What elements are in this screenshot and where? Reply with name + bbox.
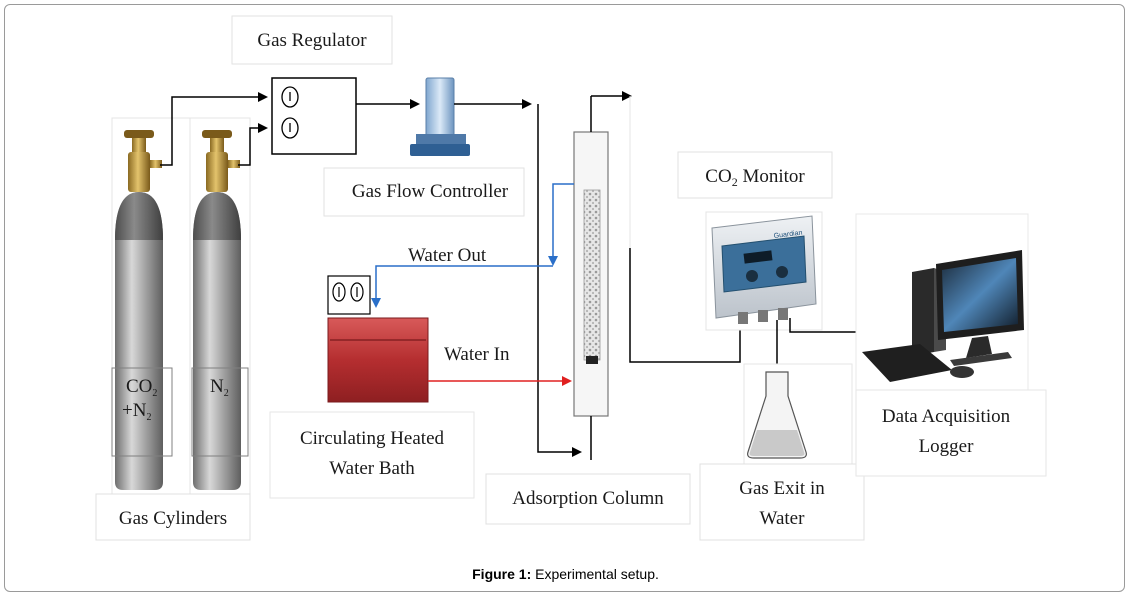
gas-regulator: Gas Regulator bbox=[231, 15, 393, 155]
gas-regulator-label-box bbox=[231, 15, 393, 65]
water-in-line: Water In bbox=[428, 344, 572, 386]
monitor-panel bbox=[721, 235, 807, 293]
gas-exit-flask: Gas Exit in Water bbox=[699, 363, 865, 541]
bath-label-line2: Water Bath bbox=[329, 458, 415, 479]
cylinder2-label-n2: N2 bbox=[210, 376, 229, 399]
co2-monitor-label-box bbox=[677, 151, 833, 199]
cylinder1-valve bbox=[128, 152, 150, 192]
gas-line-to-column bbox=[454, 99, 582, 457]
co2-monitor-label: CO2 Monitor bbox=[705, 166, 805, 189]
adsorption-column-label-box bbox=[485, 473, 691, 525]
mouse bbox=[950, 366, 974, 378]
figure-caption-text: Experimental setup. bbox=[531, 566, 659, 582]
logger-label-line1: Data Acquisition bbox=[882, 406, 1011, 427]
bath-label-line1: Circulating Heated bbox=[300, 428, 445, 449]
flow-controller-body bbox=[425, 77, 455, 137]
cylinder1-label-box bbox=[111, 367, 173, 457]
gas-cylinders-label-box bbox=[95, 493, 251, 541]
data-acquisition-logger: Data Acquisition Logger bbox=[855, 213, 1047, 477]
figure-caption: Figure 1: Experimental setup. bbox=[0, 566, 1131, 582]
water-in-label: Water In bbox=[444, 344, 510, 365]
cylinder1-label-co2: CO2 bbox=[126, 376, 157, 399]
adsorption-column: Adsorption Column bbox=[485, 96, 691, 525]
cylinder1-label-n2: +N2 bbox=[122, 400, 151, 423]
water-out-label: Water Out bbox=[408, 245, 487, 266]
monitor-display bbox=[743, 250, 773, 264]
figure-caption-label: Figure 1: bbox=[472, 566, 532, 582]
flow-controller-label-box bbox=[323, 167, 525, 217]
logger-label-line2: Logger bbox=[919, 436, 975, 457]
column-sensor bbox=[586, 356, 598, 364]
gas-lines-to-regulator bbox=[160, 92, 268, 166]
circulating-water-bath: Circulating Heated Water Bath bbox=[269, 275, 475, 499]
gas-cylinders-label: Gas Cylinders bbox=[119, 508, 227, 529]
cylinder2-label-box bbox=[191, 367, 249, 457]
gas-cylinders-group: CO2 +N2 N2 Gas Cylinders bbox=[95, 117, 251, 541]
column-packing bbox=[583, 189, 601, 361]
gas-exit-label-box bbox=[699, 463, 865, 541]
bath-label-box bbox=[269, 411, 475, 499]
co2-n2-cylinder: CO2 +N2 bbox=[111, 130, 173, 490]
logger-label-box bbox=[855, 389, 1047, 477]
n2-cylinder: N2 bbox=[191, 130, 249, 490]
gas-exit-label-line1: Gas Exit in bbox=[739, 478, 825, 499]
co2-monitor: CO2 Monitor Guardian bbox=[677, 151, 833, 331]
bath-tank bbox=[327, 317, 429, 403]
keyboard bbox=[862, 344, 952, 382]
cylinder2-valve bbox=[206, 152, 228, 192]
line-column-to-monitor bbox=[629, 248, 741, 363]
computer-tower bbox=[912, 268, 934, 356]
gas-flow-controller: Gas Flow Controller bbox=[323, 77, 525, 217]
gas-regulator-label: Gas Regulator bbox=[257, 30, 367, 51]
monitor-brand: Guardian bbox=[773, 230, 803, 240]
gas-exit-label-line2: Water bbox=[760, 508, 806, 529]
flow-controller-label: Gas Flow Controller bbox=[352, 181, 509, 202]
water-out-line: Water Out bbox=[371, 183, 574, 308]
adsorption-column-label: Adsorption Column bbox=[512, 488, 664, 509]
